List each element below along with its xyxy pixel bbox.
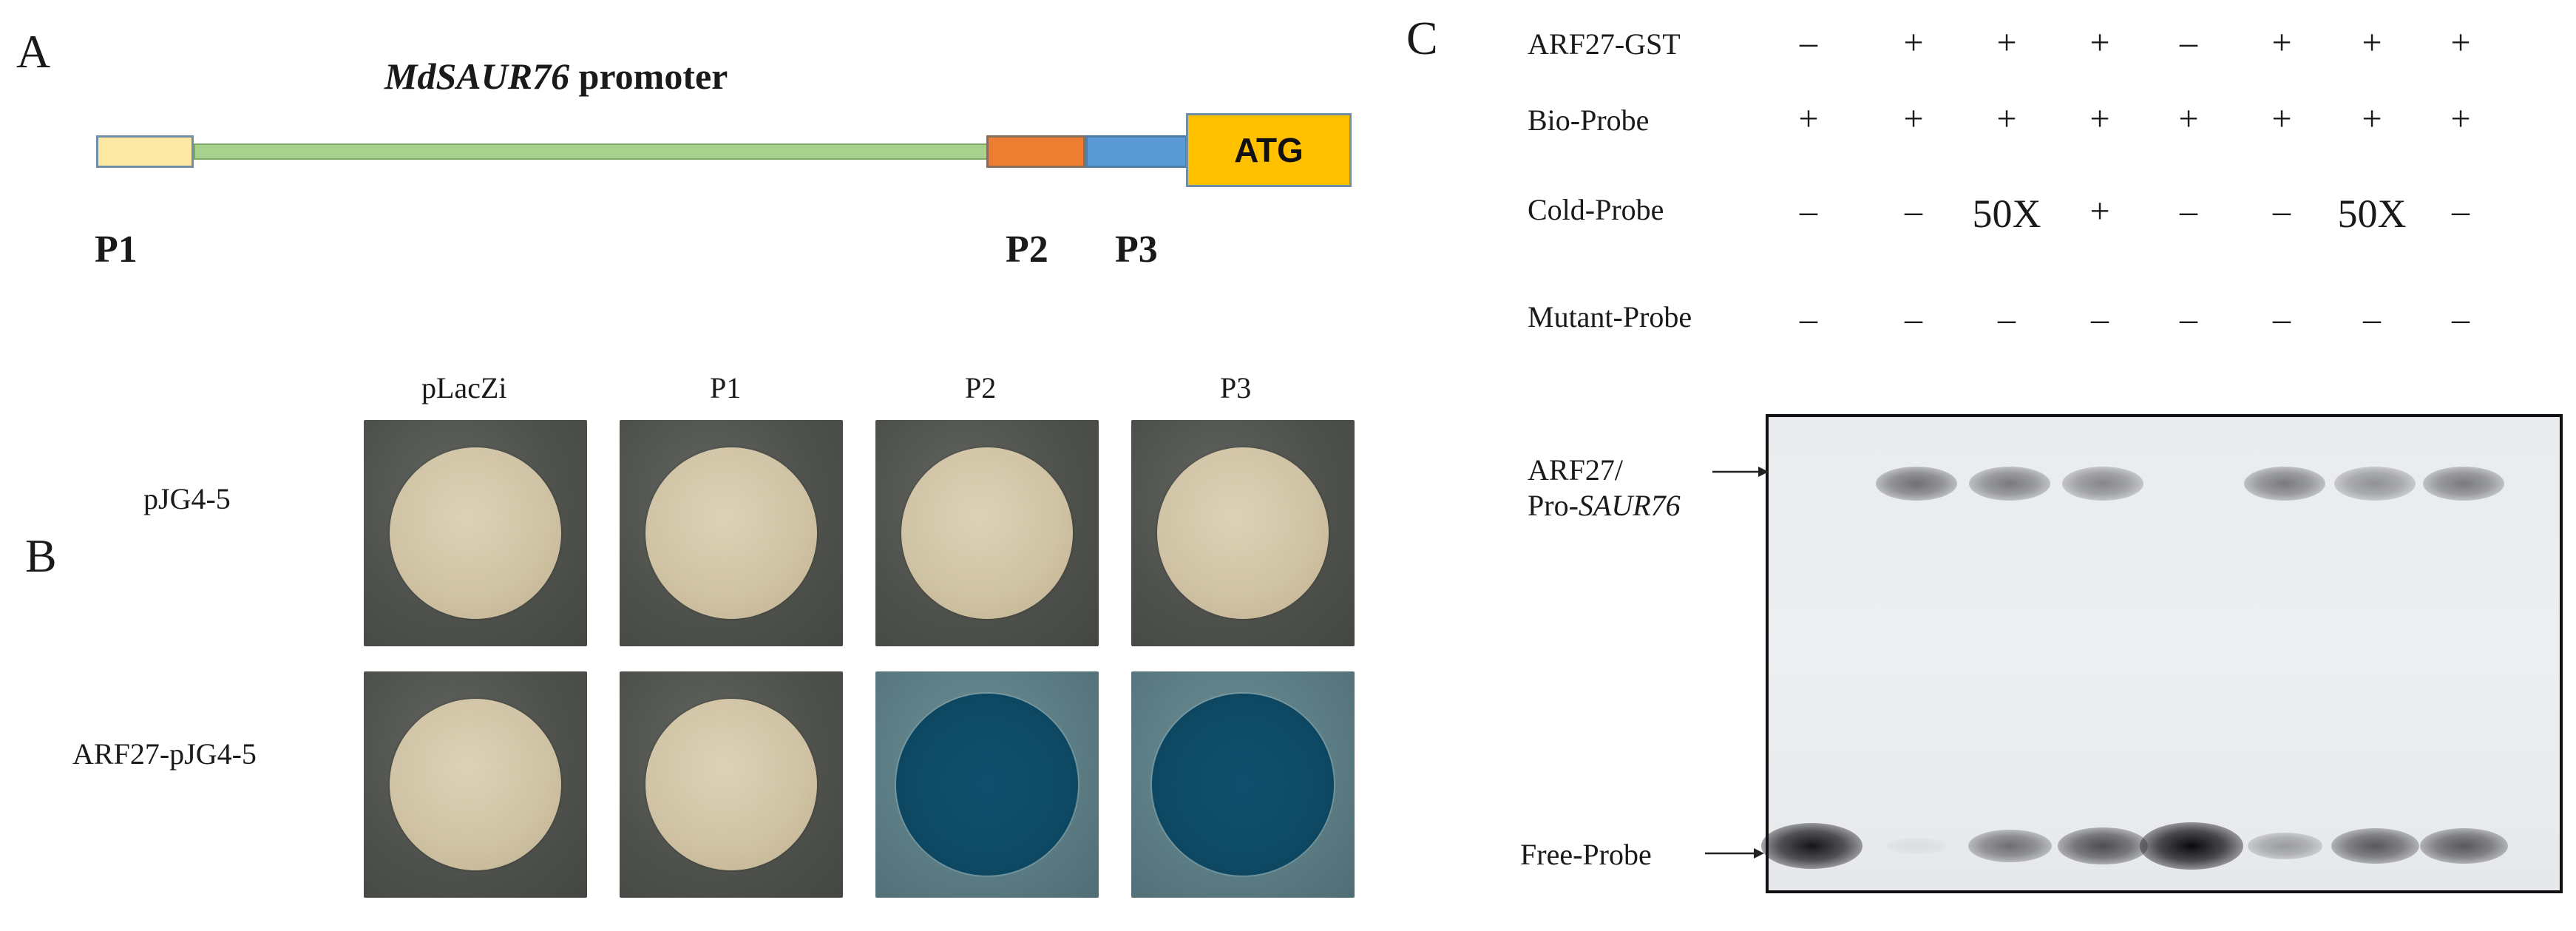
white-colony — [390, 699, 561, 870]
condition-symbol: + — [2450, 23, 2471, 62]
condition-symbol: + — [2178, 99, 2199, 138]
white-colony — [1157, 447, 1329, 619]
condition-symbol: + — [2089, 99, 2110, 138]
p1-label: P1 — [95, 228, 138, 271]
plate-row1-col2 — [620, 420, 843, 646]
complex-label-prefix: Pro- — [1528, 489, 1579, 522]
free-probe-band — [1967, 829, 2052, 863]
condition-symbol: – — [2180, 192, 2197, 231]
white-colony — [645, 447, 817, 619]
white-colony — [901, 447, 1073, 619]
complex-band — [2423, 467, 2504, 501]
condition-symbol: + — [1996, 23, 2017, 62]
plate-row2-col2 — [620, 671, 843, 898]
complex-band — [2062, 467, 2143, 501]
plate-row1-col1 — [364, 420, 587, 646]
panel-a-letter: A — [16, 25, 51, 78]
condition-symbol: – — [1998, 299, 2016, 339]
condition-symbol: + — [1798, 99, 1819, 138]
condition-symbol: + — [2089, 23, 2110, 62]
free-probe-band — [1885, 837, 1948, 855]
panel-b-letter: B — [25, 529, 57, 582]
complex-band — [2244, 467, 2325, 501]
condition-symbol: 50X — [1972, 192, 2041, 236]
row-label-arf27-pjg4-5: ARF27-pJG4-5 — [72, 737, 257, 771]
complex-band-arrow — [1712, 463, 1769, 484]
promoter-title-rest: promoter — [569, 55, 728, 97]
column-label-placzi: pLacZi — [421, 371, 507, 404]
free-probe-band — [2331, 827, 2419, 864]
condition-symbol: – — [2091, 299, 2109, 339]
free-probe-band — [2247, 833, 2322, 859]
row-label-bio-probe: Bio-Probe — [1528, 104, 1650, 137]
row-label-cold-probe: Cold-Probe — [1528, 193, 1664, 226]
condition-symbol: – — [2180, 299, 2197, 339]
free-probe-arrow — [1705, 844, 1764, 866]
p3-label: P3 — [1115, 228, 1158, 271]
atg-label: ATG — [1234, 131, 1304, 169]
condition-symbol: + — [2089, 192, 2110, 231]
column-label-p1: P1 — [710, 371, 742, 404]
plate-row2-col1 — [364, 671, 587, 898]
row-label-pjg4-5: pJG4-5 — [143, 482, 231, 515]
condition-symbol: – — [2363, 299, 2381, 339]
p2-label: P2 — [1006, 228, 1048, 271]
condition-symbol: + — [2271, 99, 2292, 138]
promoter-title: MdSAUR76 promoter — [384, 58, 728, 95]
complex-label-line2: Pro-SAUR76 — [1528, 488, 1681, 524]
complex-band-label: ARF27/ Pro-SAUR76 — [1528, 453, 1681, 524]
blue-colony — [1152, 694, 1334, 876]
condition-symbol: – — [1800, 299, 1817, 339]
condition-symbol: + — [2450, 99, 2471, 138]
row-label-mutant-probe: Mutant-Probe — [1528, 300, 1692, 334]
white-colony — [645, 699, 817, 870]
free-probe-band — [2419, 827, 2508, 864]
column-label-p2: P2 — [965, 371, 997, 404]
condition-symbol: + — [2362, 99, 2382, 138]
complex-band — [2334, 467, 2416, 501]
complex-label-gene: SAUR76 — [1578, 489, 1681, 522]
condition-symbol: + — [1903, 99, 1924, 138]
complex-label-line1: ARF27/ — [1528, 453, 1623, 487]
condition-symbol: – — [2180, 23, 2197, 62]
atg-box: ATG — [1186, 113, 1352, 187]
promoter-gene-name: MdSAUR76 — [384, 55, 570, 97]
free-probe-band — [2058, 827, 2148, 865]
free-probe-band — [2140, 822, 2243, 870]
plate-row1-col3 — [875, 420, 1099, 646]
promoter-line — [194, 143, 988, 160]
condition-symbol: – — [1800, 23, 1817, 62]
complex-band — [1969, 467, 2050, 501]
condition-symbol: – — [2273, 192, 2291, 231]
white-colony — [390, 447, 561, 619]
plate-row1-col4 — [1131, 420, 1355, 646]
condition-symbol: 50X — [2337, 192, 2407, 236]
complex-band — [1876, 467, 1957, 501]
condition-symbol: + — [1903, 23, 1924, 62]
p1-segment — [96, 135, 194, 168]
condition-symbol: – — [2452, 299, 2470, 339]
p2-segment — [986, 135, 1085, 168]
condition-symbol: – — [1800, 192, 1817, 231]
column-label-p3: P3 — [1220, 371, 1252, 404]
condition-symbol: – — [1905, 192, 1922, 231]
condition-symbol: + — [2362, 23, 2382, 62]
plate-row2-col4 — [1131, 671, 1355, 898]
p3-segment — [1085, 135, 1187, 168]
row-label-arf27-gst: ARF27-GST — [1528, 27, 1681, 61]
free-probe-band — [1760, 823, 1862, 869]
condition-symbol: + — [1996, 99, 2017, 138]
panel-c-letter: C — [1406, 12, 1438, 64]
condition-symbol: + — [2271, 23, 2292, 62]
condition-symbol: – — [2452, 192, 2470, 231]
emsa-gel — [1760, 414, 2563, 893]
blue-colony — [896, 694, 1078, 876]
plate-row2-col3 — [875, 671, 1099, 898]
condition-symbol: – — [2273, 299, 2291, 339]
free-probe-label: Free-Probe — [1520, 838, 1652, 871]
condition-symbol: – — [1905, 299, 1922, 339]
